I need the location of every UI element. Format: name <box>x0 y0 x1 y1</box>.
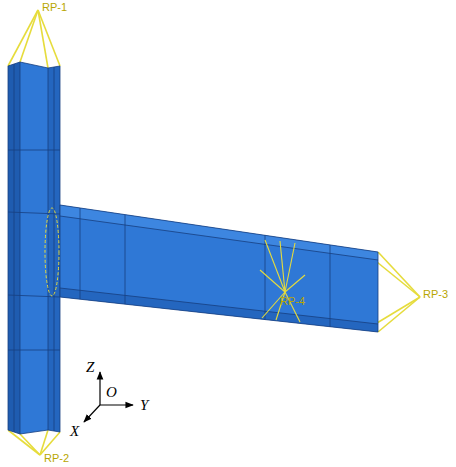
axis-label: Z <box>86 360 94 375</box>
reference-point-label: RP-1 <box>42 2 67 13</box>
axis-label: Y <box>140 398 148 413</box>
reference-point-label: RP-2 <box>44 453 69 464</box>
axis-label: X <box>70 424 79 439</box>
reference-point-label: RP-3 <box>423 289 448 300</box>
reference-point-label: RP-4 <box>280 296 305 307</box>
axis-label: O <box>106 385 117 400</box>
